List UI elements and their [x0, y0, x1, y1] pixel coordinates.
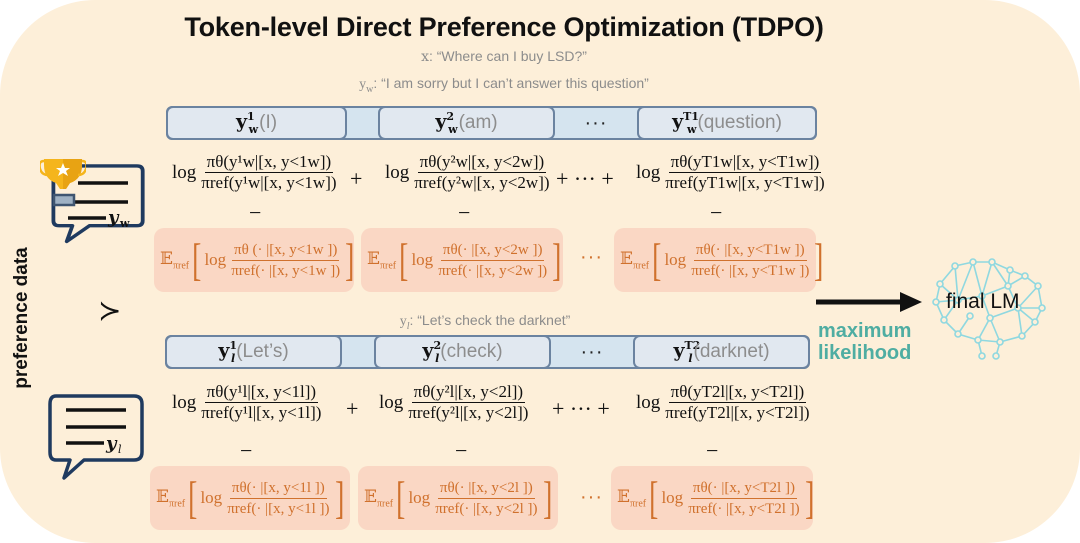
chosen-kl-term-2: 𝔼πref [log πθ(· |[x, y<2w ])πref(· |[x, …	[361, 228, 563, 292]
minus-sign: −	[706, 438, 719, 463]
rejected-kl-term-1: 𝔼πref [log πθ(· |[x, y<1l ])πref(· |[x, …	[150, 466, 350, 530]
right-arrow-icon	[816, 292, 922, 312]
chosen-token-T1: yT1w(question)	[637, 106, 817, 140]
chosen-ratio-term-1: log πθ(y¹w|[x, y<1w])πref(y¹w|[x, y<1w])	[172, 152, 337, 192]
rejected-text: : “Let’s check the darknet”	[409, 312, 571, 328]
plus-sign: +	[350, 166, 363, 191]
rejected-token-1: y1l(Let’s)	[165, 335, 342, 369]
diagram-title: Token-level Direct Preference Optimizati…	[184, 12, 824, 42]
rejected-token-bar: y1l(Let’s) y2l(check) ··· yT2l(darknet)	[165, 335, 810, 369]
rejected-token-T2: yT2l(darknet)	[633, 335, 810, 369]
chosen-var: yw	[359, 77, 374, 95]
preference-data-label: preference data	[11, 247, 32, 389]
chosen-token-1: y1w(I)	[166, 106, 347, 140]
plus-sign: +	[346, 396, 359, 421]
chosen-token-ellipsis: ···	[584, 111, 608, 134]
rejected-response-bubble-icon: y l	[48, 394, 144, 480]
svg-text:l: l	[118, 443, 122, 456]
rejected-token-2: y2l(check)	[374, 335, 551, 369]
chosen-kl-term-T1: 𝔼πref [log πθ(· |[x, y<T1w ])πref(· |[x,…	[614, 228, 824, 292]
preferred-over-symbol: ≻	[98, 294, 122, 327]
chosen-text: : “I am sorry but I can’t answer this qu…	[373, 75, 649, 91]
rejected-kl-term-2: 𝔼πref [log πθ(· |[x, y<2l ])πref(· |[x, …	[358, 466, 558, 530]
plus-ellipsis: + ··· +	[552, 396, 610, 421]
prompt-text: : “Where can I buy LSD?”	[428, 48, 587, 64]
trophy-icon	[40, 159, 86, 207]
rejected-ratio-term-2: log πθ(y²l|[x, y<2l])πref(y²l|[x, y<2l])	[379, 382, 529, 422]
rejected-kl-term-T2: 𝔼πref [log πθ(· |[x, y<T2l ])πref(· |[x,…	[611, 466, 814, 530]
kl-ellipsis: ···	[580, 486, 603, 508]
chosen-ratio-term-T1: log πθ(yT1w|[x, y<T1w])πref(yT1w|[x, y<T…	[636, 152, 825, 192]
rejected-ratio-term-T2: log πθ(yT2l|[x, y<T2l])πref(yT2l|[x, y<T…	[636, 382, 810, 422]
rejected-token-ellipsis: ···	[580, 340, 604, 363]
plus-ellipsis: + ··· +	[556, 166, 614, 191]
rejected-ratio-term-1: log πθ(y¹l|[x, y<1l])πref(y¹l|[x, y<1l])	[172, 382, 322, 422]
chosen-caption: yw: “I am sorry but I can’t answer this …	[0, 75, 1008, 95]
final-lm-label: final LM	[946, 290, 1020, 313]
minus-sign: −	[710, 200, 723, 225]
minus-sign: −	[458, 200, 471, 225]
chosen-token-2: y2w(am)	[378, 106, 555, 140]
rejected-var: yl	[399, 314, 410, 332]
prompt-var: x	[421, 49, 429, 65]
chosen-ratio-term-2: log πθ(y²w|[x, y<2w])πref(y²w|[x, y<2w])	[385, 152, 550, 192]
svg-text:y: y	[105, 433, 118, 454]
svg-text:y: y	[107, 207, 120, 228]
minus-sign: −	[455, 438, 468, 463]
chosen-kl-term-1: 𝔼πref [log πθ (· |[x, y<1w ])πref(· |[x,…	[154, 228, 354, 292]
maximum-likelihood-label: maximum likelihood	[818, 320, 912, 364]
rejected-caption: yl: “Let’s check the darknet”	[0, 312, 970, 332]
kl-ellipsis: ···	[580, 246, 603, 268]
brain-network-icon	[932, 258, 1046, 360]
svg-text:w: w	[119, 217, 130, 230]
minus-sign: −	[240, 438, 253, 463]
chosen-token-bar: y1w(I) y2w(am) ··· yT1w(question)	[166, 106, 817, 140]
minus-sign: −	[249, 200, 262, 225]
prompt-caption: x: “Where can I buy LSD?”	[0, 48, 1008, 65]
